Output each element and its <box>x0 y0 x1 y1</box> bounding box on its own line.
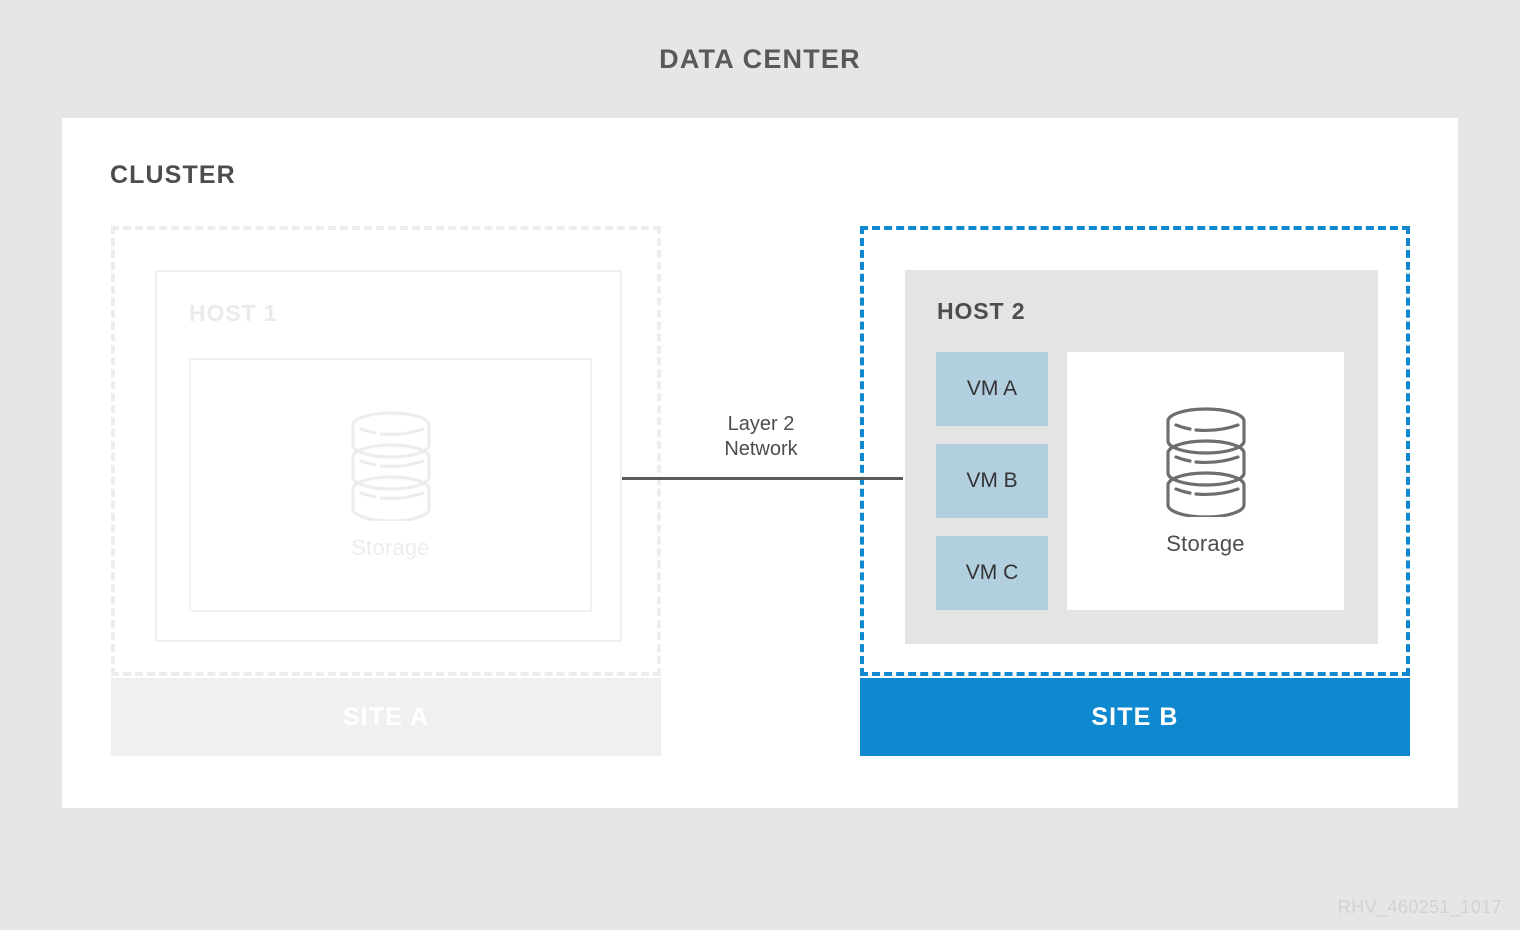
site-a-label-bar: SITE A <box>111 678 661 756</box>
host-2-box: HOST 2 VM A VM B VM C <box>905 270 1378 644</box>
storage-cylinder-icon <box>350 411 431 521</box>
site-b-boundary: HOST 2 VM A VM B VM C <box>860 226 1410 676</box>
vm-list: VM A VM B VM C <box>936 352 1048 610</box>
vm-a-label: VM A <box>966 377 1018 400</box>
page-title: DATA CENTER <box>659 44 861 74</box>
host-1-label: HOST 1 <box>189 300 278 326</box>
site-b-label-bar: SITE B <box>860 678 1410 756</box>
network-label-line-1: Layer 2 <box>727 413 795 435</box>
host-1-storage-label: Storage <box>351 535 430 560</box>
site-a-name: SITE A <box>342 702 430 731</box>
site-b-container: HOST 2 VM A VM B VM C <box>860 226 1410 756</box>
vm-b-box[interactable]: VM B <box>936 444 1048 518</box>
vm-c-label: VM C <box>965 561 1019 584</box>
site-a-container: HOST 1 Storage <box>111 226 661 756</box>
vm-a-box[interactable]: VM A <box>936 352 1048 426</box>
layer2-network-label: Layer 2 Network <box>682 412 840 462</box>
storage-cylinder-icon <box>1165 407 1246 517</box>
host-2-storage-label: Storage <box>1166 531 1245 556</box>
vm-c-box[interactable]: VM C <box>936 536 1048 610</box>
host-1-storage-panel: Storage <box>189 358 592 612</box>
network-label-line-2: Network <box>724 438 798 460</box>
host-2-storage-panel: Storage <box>1067 352 1344 610</box>
site-b-name: SITE B <box>1091 702 1179 731</box>
layer2-network-connector <box>622 477 903 480</box>
watermark-id: RHV_460251_1017 <box>1337 897 1502 917</box>
host-2-label: HOST 2 <box>937 298 1026 324</box>
host-1-box: HOST 1 Storage <box>155 270 622 642</box>
cluster-label: CLUSTER <box>110 161 236 189</box>
vm-b-label: VM B <box>966 469 1018 492</box>
site-a-boundary: HOST 1 Storage <box>111 226 661 676</box>
